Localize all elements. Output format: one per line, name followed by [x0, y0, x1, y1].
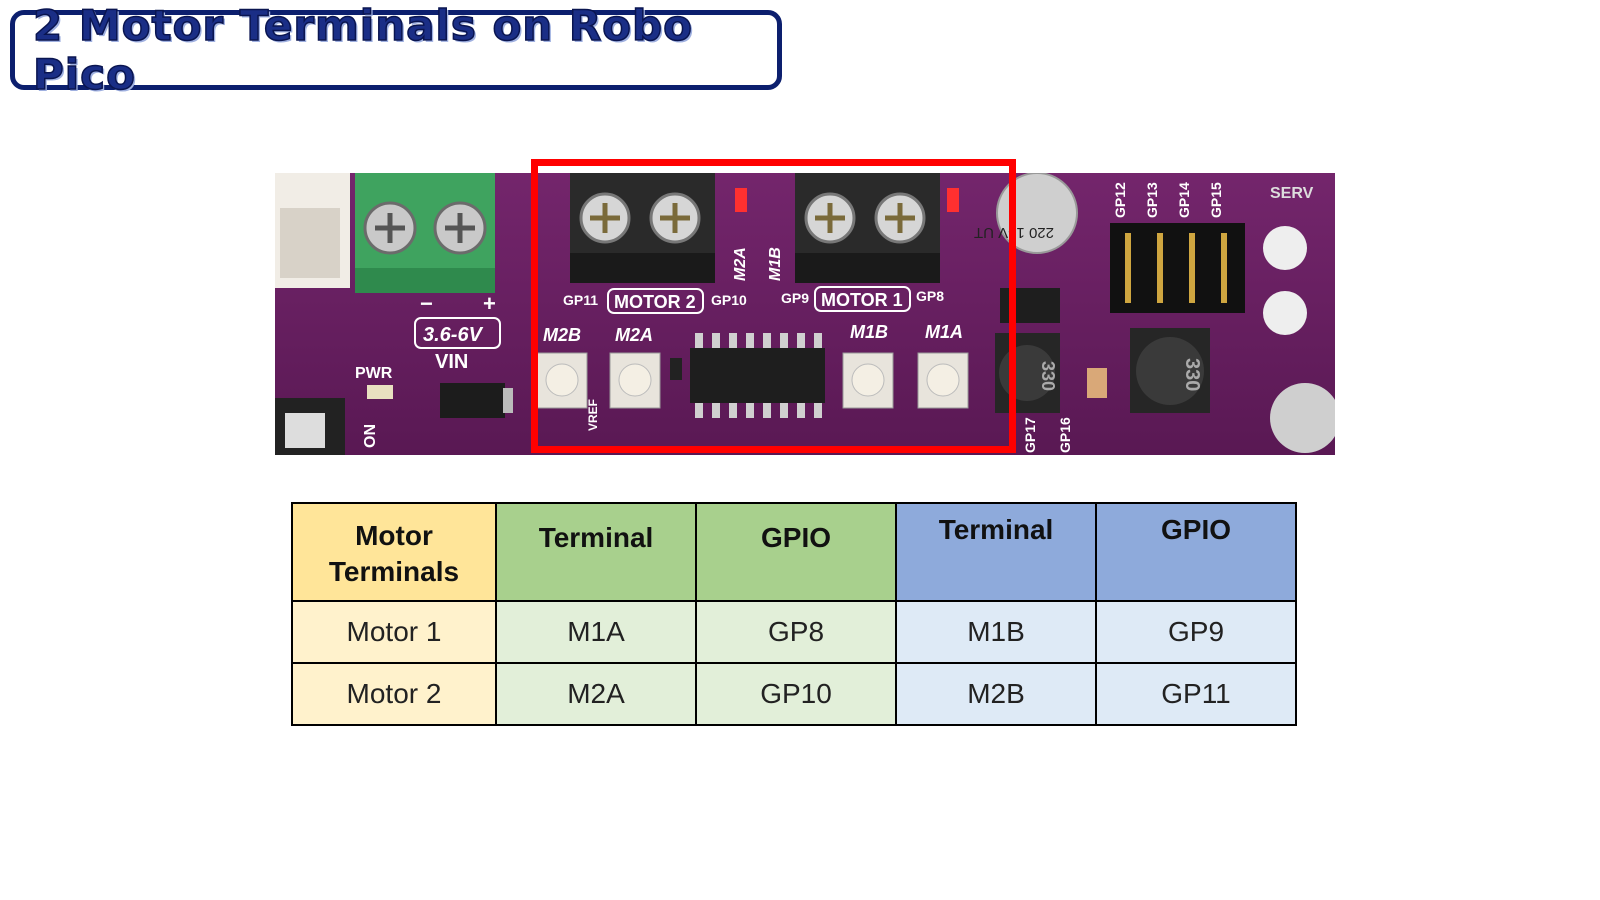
- gp13-label: GP13: [1144, 182, 1160, 218]
- header-motor-terminals: Motor Terminals: [291, 502, 497, 602]
- motor2-label: MOTOR 2: [614, 292, 696, 312]
- gp11-label: GP11: [563, 292, 598, 308]
- cell-motor: Motor 2: [291, 662, 497, 726]
- board-illustration: − + 3.6-6V VIN PWR ON: [275, 173, 1335, 455]
- svg-text:−: −: [420, 291, 433, 316]
- gp9-label: GP9: [781, 290, 809, 306]
- gp8-label: GP8: [916, 288, 944, 304]
- svg-text:+: +: [483, 291, 496, 316]
- motor1-label: MOTOR 1: [821, 290, 903, 310]
- cell-terminal-b: M1B: [895, 600, 1097, 664]
- m2a-label: M2A: [615, 325, 653, 345]
- motor2-screw-terminal: [570, 173, 715, 283]
- m1a-label: M1A: [925, 322, 963, 342]
- inductor-2-label: 330: [1181, 358, 1203, 391]
- cell-terminal-b: M2B: [895, 662, 1097, 726]
- inductor-1-label: 330: [1038, 361, 1058, 391]
- jst-connector: [275, 173, 350, 288]
- cell-motor: Motor 1: [291, 600, 497, 664]
- vref-label: VREF: [586, 399, 600, 431]
- m2a-vertical-label: M2A: [732, 247, 749, 281]
- m2b-button: [536, 352, 588, 409]
- title-banner: 2 Motor Terminals on Robo Pico: [10, 0, 782, 100]
- vin-screw-terminal: [355, 173, 495, 293]
- cell-gpio-a: GP8: [695, 600, 897, 664]
- vin-range-label: 3.6-6V: [423, 324, 484, 346]
- inductor-1: 330: [995, 333, 1060, 413]
- m2b-label: M2B: [543, 325, 581, 345]
- table-row: Motor 2 M2A GP10 M2B GP11: [291, 662, 1297, 726]
- header-gpio-a: GPIO: [695, 502, 897, 602]
- header-terminal-a: Terminal: [495, 502, 697, 602]
- cell-gpio-b: GP11: [1095, 662, 1297, 726]
- cell-gpio-b: GP9: [1095, 600, 1297, 664]
- gp14-label: GP14: [1176, 182, 1192, 218]
- m1b-button: [842, 352, 894, 409]
- m2a-button: [609, 352, 661, 409]
- header-gpio-b: GPIO: [1095, 502, 1297, 602]
- servo-header-pins: [1110, 223, 1245, 313]
- m1b-label: M1B: [850, 322, 888, 342]
- table-header-row: Motor Terminals Terminal GPIO Terminal G…: [291, 502, 1297, 602]
- vin-label: VIN: [435, 351, 468, 373]
- servo-label: SERV: [1270, 185, 1314, 202]
- gp15-label: GP15: [1208, 182, 1224, 218]
- page-title: 2 Motor Terminals on Robo Pico: [32, 0, 693, 100]
- m1b-vertical-label: M1B: [767, 247, 784, 281]
- board-photo: − + 3.6-6V VIN PWR ON: [275, 173, 1335, 455]
- motor-driver-ic: [690, 333, 825, 418]
- capacitor-label: 220 16V UT: [974, 224, 1054, 241]
- cell-terminal-a: M2A: [495, 662, 697, 726]
- motor1-screw-terminal: [795, 173, 940, 283]
- gp16-label: GP16: [1057, 417, 1073, 453]
- pwr-label: PWR: [355, 365, 393, 382]
- cell-terminal-a: M1A: [495, 600, 697, 664]
- table-row: Motor 1 M1A GP8 M1B GP9: [291, 600, 1297, 664]
- header-terminal-b: Terminal: [895, 502, 1097, 602]
- gp12-label: GP12: [1112, 182, 1128, 218]
- gp17-label: GP17: [1022, 417, 1038, 453]
- inductor-2: 330: [1130, 328, 1210, 413]
- m1a-button: [917, 352, 969, 409]
- on-label: ON: [362, 424, 379, 448]
- gp10-label: GP10: [711, 292, 747, 308]
- motor-terminal-table: Motor Terminals Terminal GPIO Terminal G…: [291, 502, 1297, 726]
- cell-gpio-a: GP10: [695, 662, 897, 726]
